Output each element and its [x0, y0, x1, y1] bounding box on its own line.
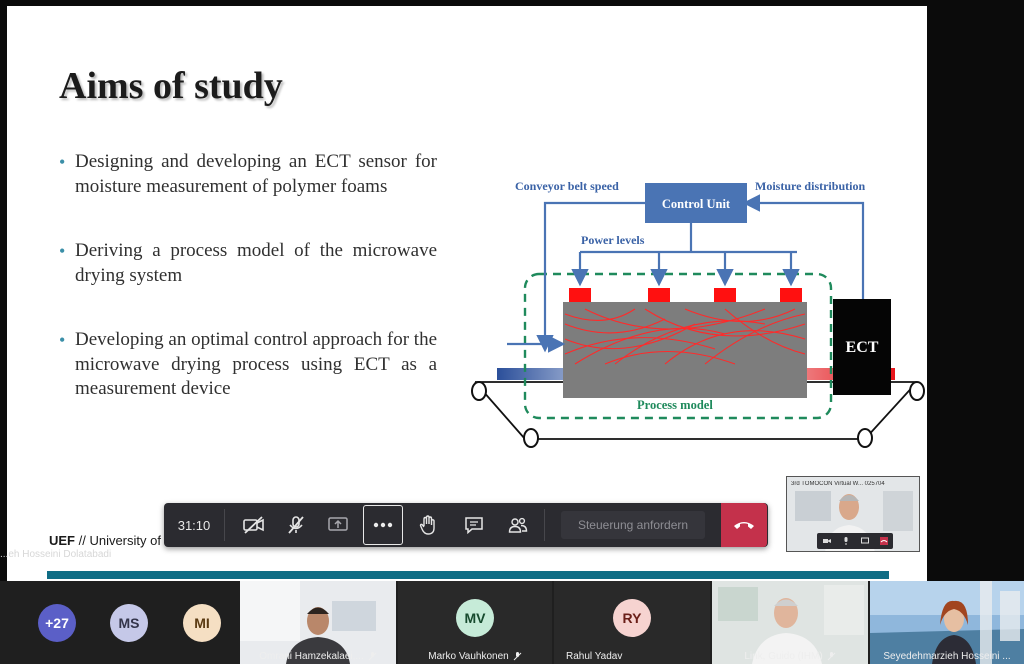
participant-name: Seyedehmarzieh Hosseini ...: [883, 651, 1011, 662]
roller-left: [471, 381, 487, 401]
magnetron-4: [780, 288, 802, 302]
moisture-feedback-line: [742, 194, 865, 299]
toolbar-separator: [544, 509, 545, 541]
ect-box: [833, 299, 891, 395]
self-view-video[interactable]: 3rd TOMOCON Virtual W... 025704: [786, 476, 920, 552]
aim-bullet-2: Deriving a process model of the microwav…: [59, 239, 437, 288]
hang-up-button[interactable]: [721, 503, 767, 547]
footer-uef-bold: UEF: [49, 533, 75, 548]
call-timer: 31:10: [177, 517, 211, 533]
process-model-box: [523, 272, 833, 420]
avatar: MS: [110, 603, 148, 642]
conveyor-speed-label: Conveyor belt speed: [515, 179, 619, 193]
avatar: MI: [183, 603, 221, 642]
mic-muted-icon: [827, 651, 836, 661]
participant-name: Rahul Yadav: [566, 651, 623, 662]
request-control-button[interactable]: Steuerung anfordern: [559, 503, 707, 547]
mic-muted-icon: [513, 651, 522, 661]
participants-button[interactable]: [498, 503, 538, 547]
participant-rahul[interactable]: RY Rahul Yadav: [554, 581, 710, 664]
control-unit-label: Control Unit: [662, 197, 731, 211]
more-actions-button[interactable]: [362, 503, 404, 547]
participant-name: Marko Vauhkonen: [398, 651, 552, 662]
camera-off-icon: [243, 516, 264, 534]
roller-right: [909, 381, 925, 401]
share-screen-icon: [328, 517, 348, 531]
participant-name-text: Marko Vauhkonen: [428, 651, 509, 662]
process-diagram: ECT Control Unit Conveyor belt speed Moi…: [471, 179, 925, 448]
mic-muted-icon: [368, 651, 377, 661]
self-view-title: 3rd TOMOCON Virtual W... 025704: [791, 481, 885, 487]
camera-off-button[interactable]: [234, 503, 274, 547]
aims-list: Designing and developing an ECT sensor f…: [59, 150, 437, 402]
aim-bullet-1: Designing and developing an ECT sensor f…: [59, 150, 437, 199]
magnetron-1: [569, 288, 591, 302]
participant-video-feed: [240, 581, 396, 664]
participant-overflow[interactable]: +27: [33, 581, 81, 664]
participants-strip: +27 MS MI Omrani Hamzekalaei,... MV Mark…: [0, 581, 1024, 664]
avatar: MV: [456, 599, 494, 637]
participants-icon: [508, 517, 528, 533]
power-levels-line: [578, 223, 797, 282]
participant-mi[interactable]: MI: [178, 581, 226, 664]
participant-ms[interactable]: MS: [105, 581, 153, 664]
participant-video-seyedehmarzieh[interactable]: Seyedehmarzieh Hosseini ...: [870, 581, 1024, 664]
speed-control-line: [536, 201, 645, 353]
hang-up-icon[interactable]: [879, 537, 888, 545]
camera-icon[interactable]: [822, 537, 831, 545]
meeting-toolbar: 31:10 Steuerung anfordern: [164, 503, 768, 547]
participant-name: Link, Guido (IHM): [712, 651, 868, 662]
magnetron-2: [648, 288, 670, 302]
avatar-overflow-count: +27: [38, 603, 76, 642]
more-icon-box: [363, 505, 403, 545]
slide-title: Aims of study: [59, 65, 283, 107]
microwave-field-lines: [564, 308, 806, 365]
mic-mute-button[interactable]: [276, 503, 316, 547]
avatar: RY: [613, 599, 651, 637]
raise-hand-button[interactable]: [408, 503, 448, 547]
participant-name-text: Link, Guido (IHM): [744, 651, 823, 662]
ect-label: ECT: [846, 339, 879, 356]
magnetron-3: [714, 288, 736, 302]
request-control-label: Steuerung anfordern: [561, 511, 705, 539]
share-screen-button[interactable]: [318, 503, 358, 547]
mic-off-icon: [288, 516, 304, 534]
participant-name-text: Omrani Hamzekalaei,...: [259, 651, 364, 662]
presenter-name: ...eh Hosseini Dolatabadi: [0, 549, 112, 560]
moisture-distribution-label: Moisture distribution: [755, 179, 865, 193]
roller-bottom-left: [523, 428, 539, 448]
chat-button[interactable]: [454, 503, 494, 547]
raise-hand-icon: [419, 515, 435, 535]
screen-icon[interactable]: [860, 537, 869, 545]
self-view-controls: [817, 533, 893, 549]
roller-bottom-right: [857, 428, 873, 448]
mic-icon[interactable]: [842, 537, 850, 545]
chat-icon: [465, 517, 483, 534]
participant-video-link[interactable]: Link, Guido (IHM): [712, 581, 868, 664]
participant-video-omrani[interactable]: Omrani Hamzekalaei,...: [240, 581, 396, 664]
participant-video-feed: [712, 581, 868, 664]
power-levels-label: Power levels: [581, 233, 645, 247]
process-model-label: Process model: [637, 398, 713, 412]
hang-up-icon: [734, 522, 754, 529]
more-dots-icon: [373, 522, 393, 528]
participant-name: Omrani Hamzekalaei,...: [240, 651, 396, 662]
shared-slide: Aims of study Designing and developing a…: [7, 6, 927, 581]
toolbar-separator: [224, 509, 225, 541]
aim-bullet-3: Developing an optimal control approach f…: [59, 328, 437, 402]
footer-bar: [47, 571, 889, 579]
participant-video-feed: [870, 581, 1024, 664]
participant-marko[interactable]: MV Marko Vauhkonen: [398, 581, 552, 664]
control-unit-box: [645, 183, 747, 223]
